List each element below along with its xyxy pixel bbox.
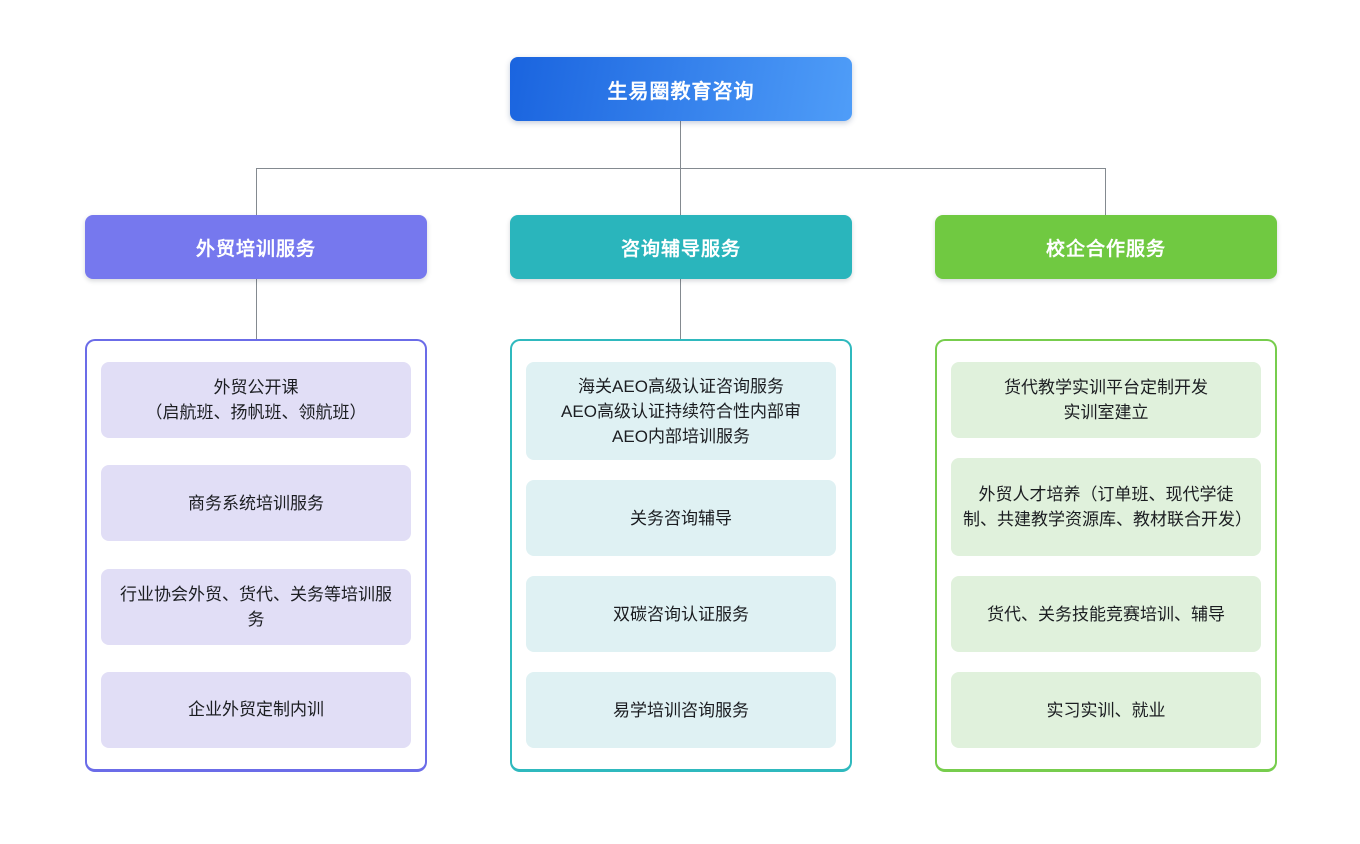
branch-2-item-1: 海关AEO高级认证咨询服务 AEO高级认证持续符合性内部审 AEO内部培训服务 bbox=[526, 362, 836, 460]
connector-drop-branch-1 bbox=[256, 168, 257, 215]
root-node: 生易圈教育咨询 bbox=[510, 57, 852, 121]
branch-3-header: 校企合作服务 bbox=[935, 215, 1277, 279]
branch-1-container: 外贸公开课 （启航班、扬帆班、领航班） 商务系统培训服务 行业协会外贸、货代、关… bbox=[85, 339, 427, 772]
branch-3-item-3: 货代、关务技能竞赛培训、辅导 bbox=[951, 576, 1261, 652]
connector-root-stem bbox=[680, 121, 681, 168]
branch-1-item-1: 外贸公开课 （启航班、扬帆班、领航班） bbox=[101, 362, 411, 438]
branch-3-item-1: 货代教学实训平台定制开发 实训室建立 bbox=[951, 362, 1261, 438]
connector-horizontal-rail bbox=[256, 168, 1106, 169]
branch-3-item-2: 外贸人才培养（订单班、现代学徒制、共建教学资源库、教材联合开发） bbox=[951, 458, 1261, 556]
branch-1-header: 外贸培训服务 bbox=[85, 215, 427, 279]
root-node-label: 生易圈教育咨询 bbox=[607, 80, 755, 103]
connector-branch-1-to-container bbox=[256, 279, 257, 339]
branch-2-item-3: 双碳咨询认证服务 bbox=[526, 576, 836, 652]
branch-2-item-2: 关务咨询辅导 bbox=[526, 480, 836, 556]
branch-2-item-4: 易学培训咨询服务 bbox=[526, 672, 836, 748]
connector-drop-branch-2 bbox=[680, 168, 681, 215]
branch-1-item-3: 行业协会外贸、货代、关务等培训服务 bbox=[101, 568, 411, 645]
branch-2-header-label: 咨询辅导服务 bbox=[620, 238, 741, 260]
branch-1-item-4: 企业外贸定制内训 bbox=[101, 671, 411, 748]
branch-1-item-2: 商务系统培训服务 bbox=[101, 465, 411, 542]
connector-drop-branch-3 bbox=[1105, 168, 1106, 215]
branch-1-header-label: 外贸培训服务 bbox=[195, 238, 316, 260]
connector-branch-2-to-container bbox=[680, 279, 681, 339]
branch-3-container: 货代教学实训平台定制开发 实训室建立 外贸人才培养（订单班、现代学徒制、共建教学… bbox=[935, 339, 1277, 772]
branch-2-header: 咨询辅导服务 bbox=[510, 215, 852, 279]
branch-3-item-4: 实习实训、就业 bbox=[951, 672, 1261, 748]
branch-2-container: 海关AEO高级认证咨询服务 AEO高级认证持续符合性内部审 AEO内部培训服务 … bbox=[510, 339, 852, 772]
branch-3-header-label: 校企合作服务 bbox=[1045, 238, 1166, 260]
